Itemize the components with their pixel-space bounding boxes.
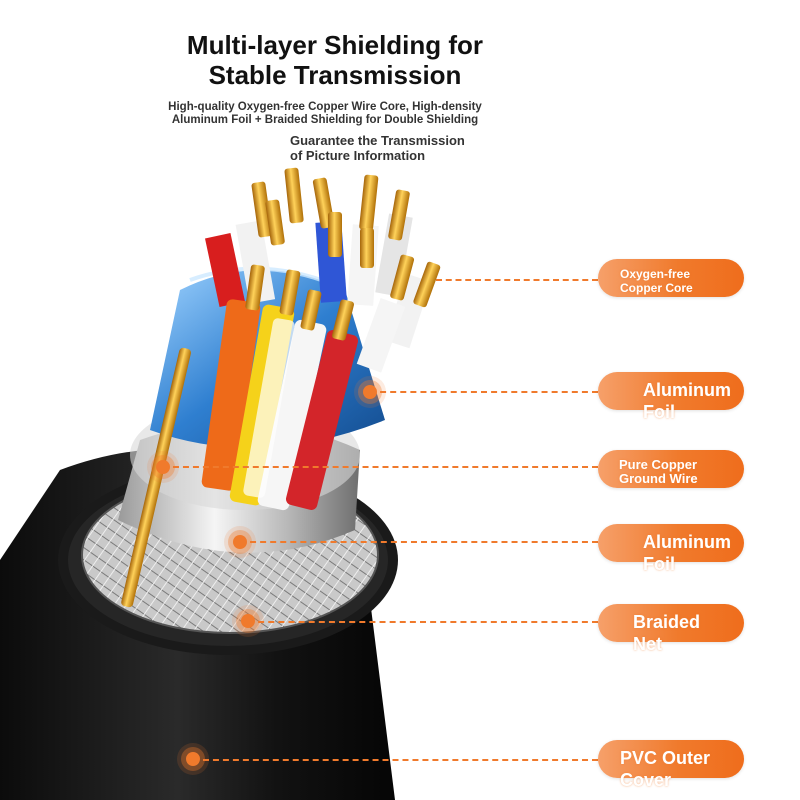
label-braided-net: Braided Net xyxy=(598,604,744,654)
label-aluminum-foil-2: Aluminum Foil xyxy=(598,524,744,574)
page-title: Multi-layer Shielding for Stable Transmi… xyxy=(186,30,484,90)
label-ground-wire-text: Pure Copper Ground Wire xyxy=(619,457,698,486)
copper-cores-back xyxy=(251,167,441,308)
copper-cores-front xyxy=(245,264,354,341)
marker-pvc-cover xyxy=(186,752,200,766)
marker-aluminum-foil-1 xyxy=(363,385,377,399)
marker-braided-net xyxy=(241,614,255,628)
marker-aluminum-foil-2 xyxy=(233,535,247,549)
label-copper-core-text: Oxygen-free Copper Core xyxy=(620,267,693,295)
leader-line-pvc-cover xyxy=(193,759,598,761)
label-aluminum-foil-2-text: Aluminum Foil xyxy=(643,532,731,574)
label-pvc-cover-text: PVC Outer Cover xyxy=(620,748,711,790)
leader-line-aluminum-foil-2 xyxy=(240,541,598,543)
ground-wire xyxy=(121,347,191,608)
label-aluminum-foil-1: Aluminum Foil xyxy=(598,372,744,422)
page-subtitle: High-quality Oxygen-free Copper Wire Cor… xyxy=(168,101,482,126)
marker-ground-wire xyxy=(156,460,170,474)
label-braided-net-text: Braided Net xyxy=(633,612,701,654)
leader-line-ground-wire xyxy=(163,466,598,468)
leader-line-braided-net xyxy=(248,621,598,623)
page-tagline: Guarantee the Transmission of Picture In… xyxy=(290,133,465,163)
front-wires xyxy=(201,299,359,511)
label-pvc-cover: PVC Outer Cover xyxy=(598,740,744,790)
label-copper-core: Oxygen-free Copper Core xyxy=(598,259,744,297)
leader-line-aluminum-foil-1 xyxy=(370,391,598,393)
label-aluminum-foil-1-text: Aluminum Foil xyxy=(643,380,731,422)
leader-line-copper-core xyxy=(436,279,598,281)
label-ground-wire: Pure Copper Ground Wire xyxy=(598,450,744,488)
